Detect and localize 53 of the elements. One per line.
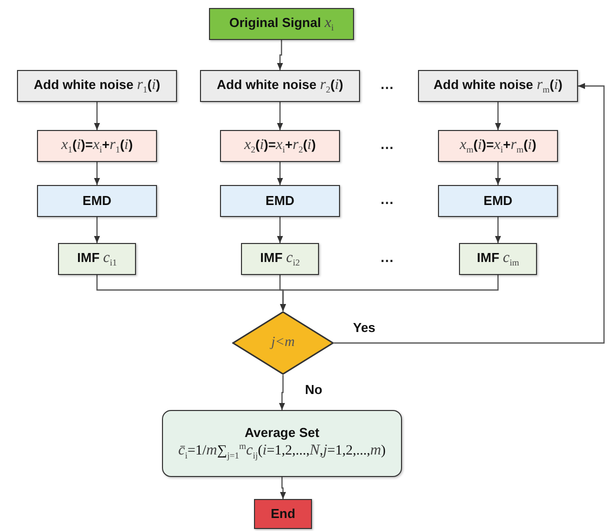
process-box [438,130,558,162]
process-box [37,130,157,162]
arrow [277,162,283,185]
box-label: Add white noise r$_{2}$(i) [216,77,344,95]
arrow [280,275,499,311]
arrow [495,162,501,185]
box-label: x$_{m}$(i)=x$_{i}$+r$_{m}$(i) [460,137,536,155]
formula-text: c̄$_{i}$=1/m∑$_{j=1}$$^{m}$c$_{ij}$(i=1,2,...,N,j=1,2,...,m) [178,441,386,461]
box-label: Average Set [244,426,320,442]
edge-label: No [304,382,324,397]
process-box [220,185,340,217]
process-box [58,243,136,275]
box-label: Original Signal x$_{i}$ [229,15,334,33]
arrow [277,217,283,243]
ellipsis: … [380,249,394,265]
end-box [254,499,312,529]
process-box [37,185,157,217]
box-label: EMD [266,194,294,208]
decision-diamond [232,311,334,375]
box-label: IMF c$_{i1}$ [77,250,117,268]
box-label: IMF c$_{im}$ [476,250,520,268]
box-label: Add white noise r$_{1}$(i) [34,77,160,95]
arrow [94,162,100,185]
process-box [17,70,177,102]
process-box [200,70,360,102]
process-box [241,243,319,275]
box-label: End [270,506,296,522]
process-box [418,70,578,102]
arrow [495,102,501,130]
arrow [334,83,605,344]
arrow [280,477,286,499]
box-label: IMF c$_{i2}$ [260,250,300,268]
process-box [459,243,537,275]
arrow [277,102,283,130]
box-label: x$_{2}$(i)=x$_{i}$+r$_{2}$(i) [244,137,316,155]
edge-label: Yes [352,320,376,335]
ellipsis: … [380,136,394,152]
start-box [209,8,354,40]
box-label: EMD [484,194,512,208]
box-label: EMD [82,194,112,208]
ellipsis: … [380,76,394,92]
arrow [277,40,283,70]
arrow [495,217,501,243]
arrow [94,217,100,243]
condition-text: j<m [271,334,295,352]
box-label: Add white noise r$_{m}$(i) [433,77,562,95]
process-box [162,410,402,477]
process-box [438,185,558,217]
arrow [94,102,100,130]
ellipsis: … [380,191,394,207]
arrow [279,375,285,410]
box-label: x$_{1}$(i)=x$_{i}$+r$_{1}$(i) [61,137,133,155]
process-box [220,130,340,162]
